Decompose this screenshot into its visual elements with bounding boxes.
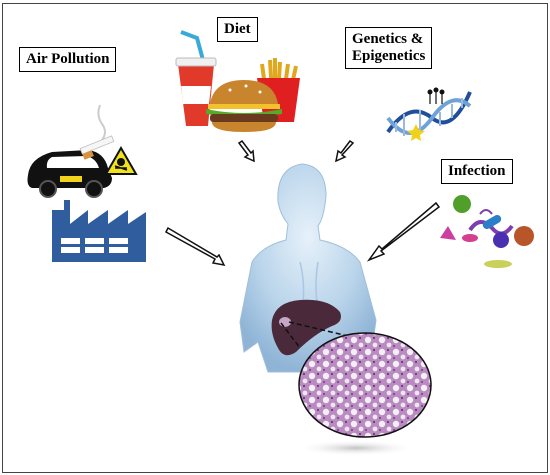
arrow-air-pollution xyxy=(165,226,226,267)
burger-icon xyxy=(206,80,282,132)
zoom-line-left xyxy=(280,322,301,349)
soda-cup-icon xyxy=(175,30,217,126)
factory-icon xyxy=(52,200,146,262)
label-infection: Infection xyxy=(441,159,513,184)
arrow-genetics xyxy=(334,139,355,163)
dna-icon xyxy=(386,87,472,141)
label-genetics-epigenetics: Genetics & Epigenetics xyxy=(345,27,433,69)
zoom-line-right xyxy=(288,321,349,337)
label-diet: Diet xyxy=(217,17,258,42)
arrow-infection xyxy=(366,201,441,262)
toxic-hazard-icon xyxy=(104,145,138,175)
cigarette-icon xyxy=(79,104,115,160)
car-icon xyxy=(27,150,112,198)
label-air-pollution: Air Pollution xyxy=(19,47,117,72)
arrow-diet xyxy=(237,139,255,163)
histology-magnifier-icon xyxy=(298,332,432,438)
microbes-icon xyxy=(440,195,534,268)
